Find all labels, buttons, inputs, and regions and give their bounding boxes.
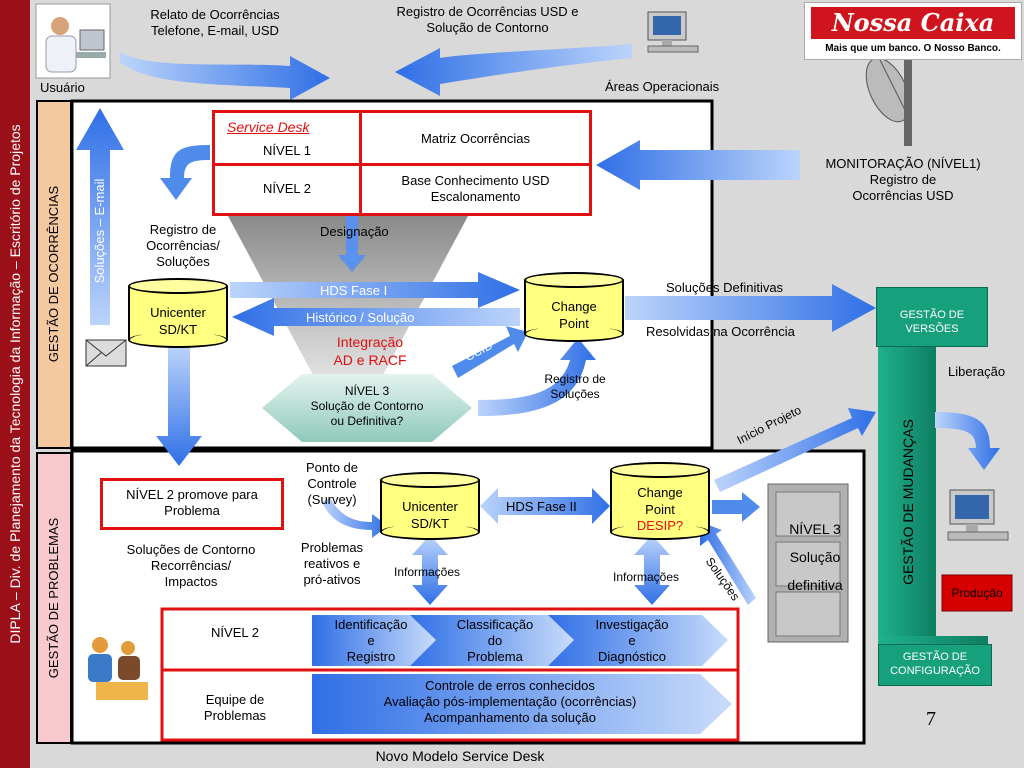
footer-title: Novo Modelo Service Desk xyxy=(375,748,545,764)
mudancas-bar xyxy=(878,300,936,636)
ocorrencias-label: GESTÃO DE OCORRÊNCIAS xyxy=(46,185,61,363)
integracao-label: Integração AD e RACF xyxy=(333,334,407,368)
monitoracao-text: MONITORAÇÃO (NÍVEL1) Registro de Ocorrên… xyxy=(825,156,981,203)
nivel3-definitiva-label: NÍVEL 3 Solução definitiva xyxy=(787,521,843,593)
satellite-dish-icon xyxy=(865,57,912,146)
gestao-mudancas-label: GESTÃO DE MUDANÇAS xyxy=(900,419,916,585)
page-number: 7 xyxy=(926,708,936,730)
arrow-solucoes xyxy=(700,522,756,605)
envelope-icon xyxy=(85,339,127,367)
solucoes-email-label: Soluções – E-mail xyxy=(92,178,107,284)
arrow-designacao xyxy=(338,162,366,272)
equipe-illustration xyxy=(76,630,156,706)
solucoes-definitivas-label: Soluções Definitivas xyxy=(666,280,784,295)
unicenter-cylinder-top: Unicenter SD/KT xyxy=(128,278,228,348)
arrow-ccid xyxy=(452,326,528,378)
matriz-label: Matriz Ocorrências xyxy=(420,131,531,146)
areas-label: Áreas Operacionais xyxy=(605,79,720,94)
step-classificacao-text: Classificação do Problema xyxy=(456,617,534,664)
hds-fase1-label: HDS Fase I xyxy=(320,283,388,298)
problemas-label: GESTÃO DE PROBLEMAS xyxy=(46,517,61,679)
relato-text: Relato de Ocorrências Telefone, E-mail, … xyxy=(150,7,280,38)
problemas-reativos-label: Problemas reativos e pró-ativos xyxy=(300,540,364,587)
logo-name: Nossa Caixa xyxy=(831,8,995,37)
nivel3-hexagon xyxy=(262,374,472,442)
arrow-registro-usd xyxy=(395,44,632,96)
side-banner: DIPLA – Div. de Planejamento da Tecnolog… xyxy=(0,0,30,768)
arrow-to-nivel3 xyxy=(712,492,760,522)
step-identificacao-text: Identificação e Registro xyxy=(334,617,408,664)
problemas-side-panel xyxy=(36,452,72,744)
service-desk-title: Service Desk xyxy=(227,119,310,135)
ponto-controle-label: Ponto de Controle (Survey) xyxy=(305,460,359,507)
solucoes-contorno-label: Soluções de Contorno Recorrências/ Impac… xyxy=(126,542,256,589)
registro-solucoes-label: Registro de Soluções xyxy=(544,372,606,401)
step-investigacao xyxy=(548,615,728,666)
resolvidas-label: Resolvidas na Ocorrência xyxy=(646,324,795,339)
computer-icon-producao xyxy=(947,489,1009,541)
arrow-ponto-controle xyxy=(322,498,388,538)
arrow-inicio-projeto xyxy=(714,408,876,492)
registro-usd-text: Registro de Ocorrências USD e Solução de… xyxy=(396,4,579,35)
controle-text: Controle de erros conhecidos Avaliação p… xyxy=(383,678,637,725)
step-classificacao xyxy=(410,615,574,666)
service-desk-box: Service Desk NÍVEL 1 NÍVEL 2 Matriz Ocor… xyxy=(212,110,592,216)
informacoes-label-2: Informações xyxy=(613,570,680,584)
arrow-historico xyxy=(232,298,520,336)
base-conhecimento-label: Base Conhecimento USD Escalonamento xyxy=(401,173,550,204)
arrow-hds-fase1 xyxy=(230,272,520,308)
funnel-shape xyxy=(228,216,468,388)
desip-label: DESIP? xyxy=(636,518,684,533)
controle-arrow xyxy=(312,674,732,734)
nivel2-promove-box: NÍVEL 2 promove para Problema xyxy=(100,478,284,530)
step-identificacao xyxy=(312,615,436,666)
nivel2-label: NÍVEL 2 xyxy=(263,181,311,196)
change-point-cylinder-bottom: Change Point DESIP? xyxy=(610,462,710,540)
arrow-monitoracao xyxy=(596,140,800,190)
nivel3-hexagon-text: NÍVEL 3 Solução de Contorno ou Definitiv… xyxy=(310,384,424,428)
ocorrencias-side-panel xyxy=(36,100,72,449)
arrow-relato xyxy=(120,52,330,100)
nivel1-label: NÍVEL 1 xyxy=(263,143,311,158)
arrow-down-problemas xyxy=(156,345,202,466)
nossa-caixa-logo: Nossa Caixa Mais que um banco. O Nosso B… xyxy=(804,2,1022,60)
arrow-liberacao xyxy=(935,412,1000,470)
unicenter-cylinder-bottom: Unicenter SD/KT xyxy=(380,472,480,540)
usuario-label: Usuário xyxy=(40,80,85,95)
arrow-registro-solucoes xyxy=(478,338,596,416)
hds-fase2-label: HDS Fase II xyxy=(506,499,577,514)
logo-tagline: Mais que um banco. O Nosso Banco. xyxy=(825,43,1001,54)
producao-label: Produção xyxy=(951,586,1003,600)
equipe-problemas-label: Equipe de Problemas xyxy=(203,692,267,723)
gestao-configuracao-box: GESTÃO DE CONFIGURAÇÃO xyxy=(878,644,992,686)
historico-label: Histórico / Solução xyxy=(306,310,415,325)
computer-icon-areas xyxy=(647,11,699,53)
gestao-versoes-box: GESTÃO DE VERSÕES xyxy=(876,287,988,347)
arrow-solucoes-definitivas xyxy=(625,284,876,332)
arrow-hds-fase2 xyxy=(480,488,610,524)
arrow-to-registro xyxy=(160,145,210,200)
arrow-informacoes-1 xyxy=(412,535,448,605)
change-point-cylinder-top: Change Point xyxy=(524,272,624,342)
arrow-up-usuario xyxy=(76,108,124,325)
filing-cabinet-icon xyxy=(767,483,849,643)
producao-box xyxy=(941,574,1013,612)
nivel2-processo-label: NÍVEL 2 xyxy=(211,625,259,640)
mudancas-base xyxy=(878,636,988,646)
registro-ocorrencias-label: Registro de Ocorrências/ Soluções xyxy=(146,222,220,269)
designacao-label: Designação xyxy=(320,224,389,239)
arrow-informacoes-2 xyxy=(634,535,670,605)
liberacao-label: Liberação xyxy=(948,364,1006,379)
step-investigacao-text: Investigação e Diagnóstico xyxy=(595,617,669,664)
informacoes-label-1: Informações xyxy=(394,565,461,579)
